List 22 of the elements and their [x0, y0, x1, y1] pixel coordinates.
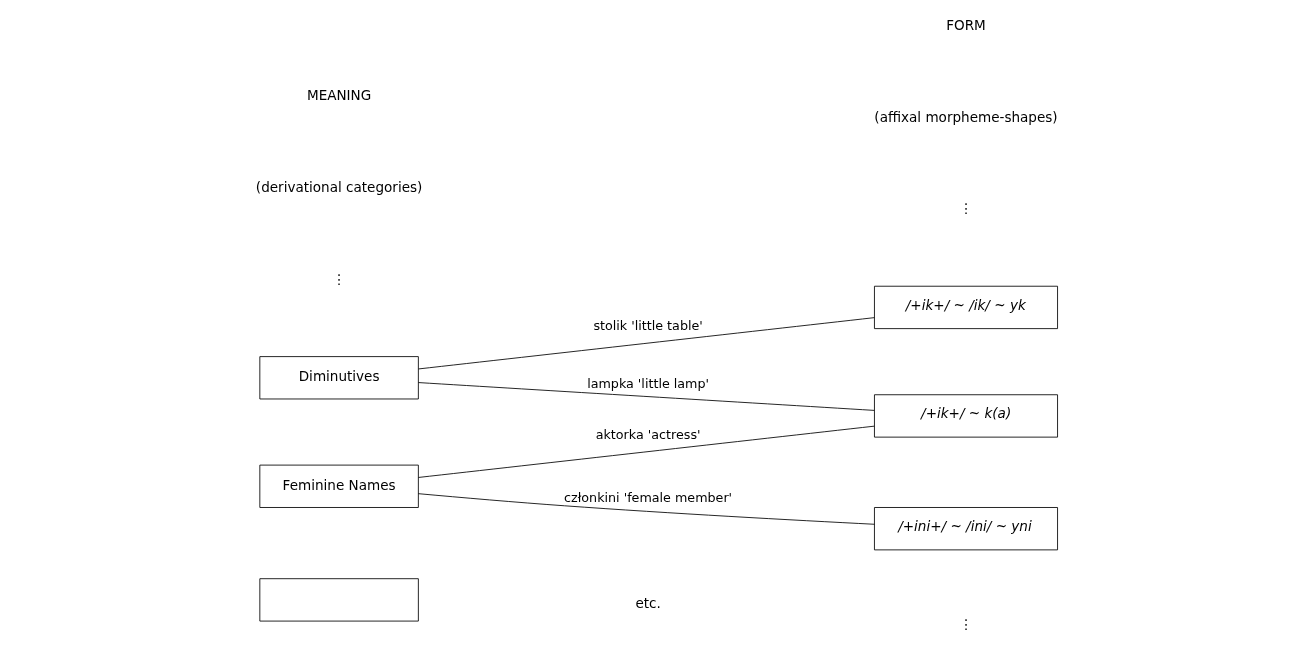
connector	[418, 425, 875, 478]
label: (derivational categories)	[255, 178, 423, 195]
label: ⋮	[332, 270, 346, 287]
edge-label: stolik 'little table'	[593, 318, 703, 334]
connector	[418, 382, 875, 411]
edge-label: aktorka 'actress'	[595, 426, 701, 442]
edge-label: członkini 'female member'	[564, 489, 733, 505]
node-box: /+ik+/ ~ k(a)	[874, 394, 1058, 438]
connector	[417, 493, 875, 525]
label: ⋮	[959, 200, 973, 217]
label: ⋮	[959, 616, 973, 633]
node-box: /+ini+/ ~ /ini/ ~ yni	[874, 507, 1058, 551]
node-box	[259, 578, 419, 622]
node-box: Feminine Names	[259, 464, 419, 508]
node-box: /+ik+/ ~ /ik/ ~ yk	[874, 285, 1058, 330]
connector	[418, 317, 875, 370]
node-box: Diminutives	[259, 356, 419, 400]
label: MEANING	[306, 87, 372, 104]
label: (affixal morpheme-shapes)	[874, 108, 1058, 125]
label: FORM	[946, 17, 986, 34]
edge-label: lampka 'little lamp'	[587, 375, 710, 391]
label: etc.	[635, 595, 661, 612]
